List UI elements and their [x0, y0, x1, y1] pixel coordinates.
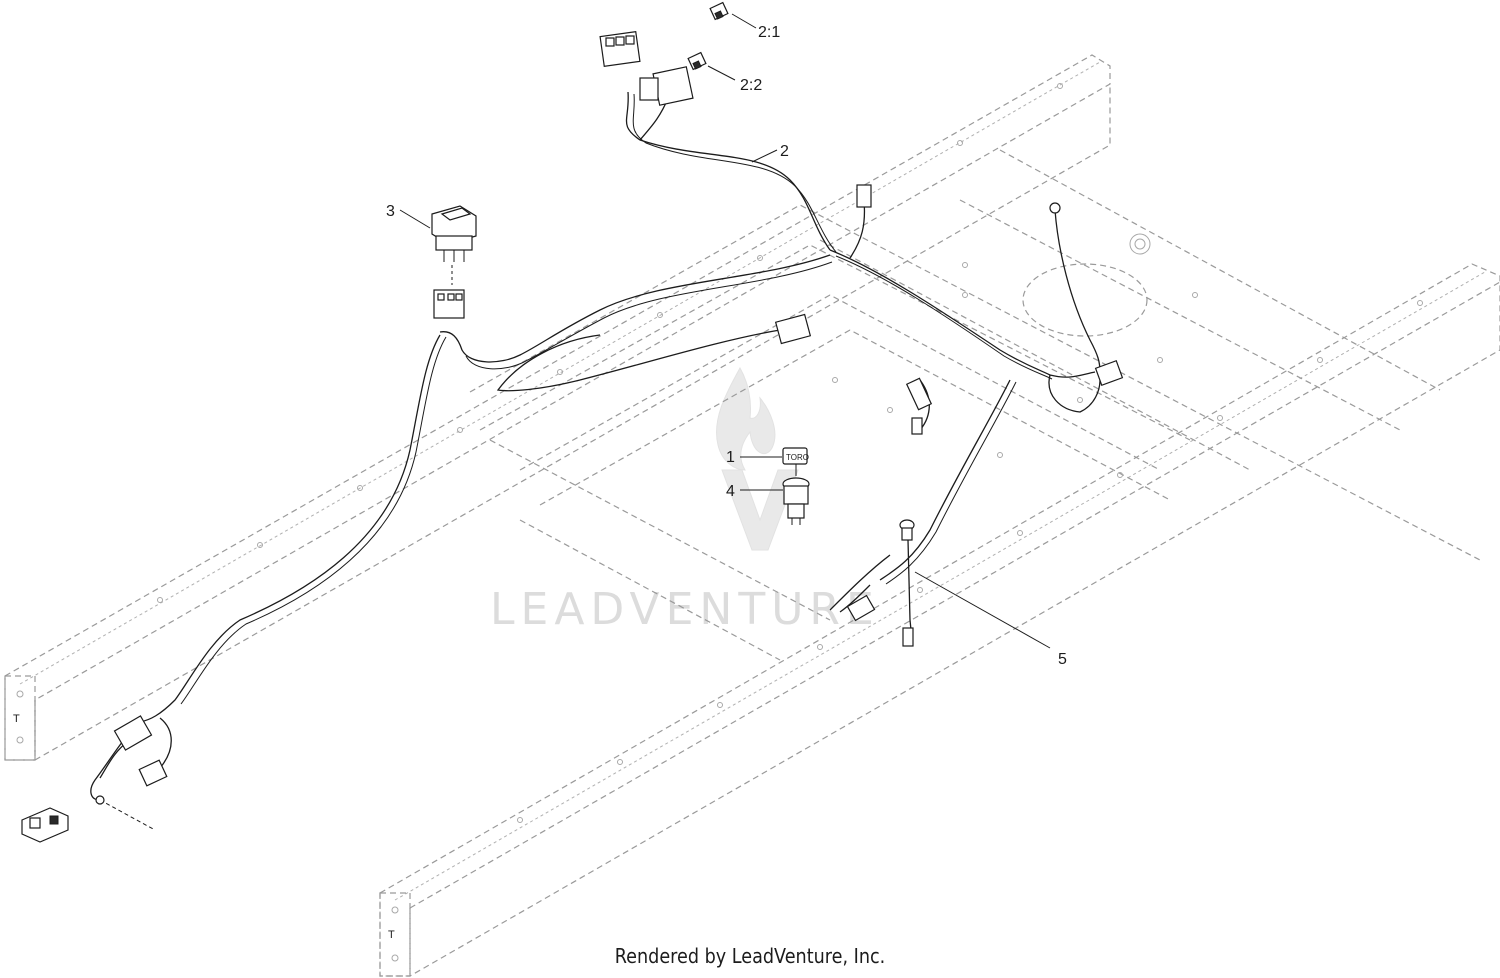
main-wiring-harness — [90, 91, 1101, 801]
left-frame-rail: T — [4, 54, 1111, 762]
leader-2 — [751, 149, 778, 163]
frame-holes — [157, 83, 1423, 823]
leader-2-1 — [731, 13, 757, 29]
watermark: LEADVENTURE — [490, 366, 880, 635]
rocker-switch — [431, 205, 477, 319]
connector-dual — [652, 66, 694, 106]
left-rail-mark: T — [13, 713, 20, 725]
callout-2-1: 2:1 — [758, 24, 780, 41]
connector-lower-left — [113, 715, 153, 751]
leader-3 — [399, 209, 431, 229]
harness-connectors — [113, 30, 1124, 787]
right-frame-rail: T — [379, 263, 1500, 977]
callout-labels: 2:1 2:2 2 3 1 4 5 — [386, 13, 1067, 668]
seat-switch — [21, 795, 156, 843]
connector-lower — [138, 759, 168, 787]
callout-3: 3 — [386, 203, 395, 220]
connector-bottom — [846, 594, 876, 622]
callout-5: 5 — [1058, 651, 1067, 668]
callout-1: 1 — [726, 449, 735, 466]
callout-2-2: 2:2 — [740, 77, 762, 94]
right-rail-mark: T — [388, 929, 395, 941]
fuse-2-2 — [687, 51, 707, 71]
cross-members — [469, 149, 1481, 661]
leader-5 — [914, 571, 1051, 649]
connector-plug — [856, 184, 872, 208]
ignition-switch — [782, 477, 810, 525]
connector-right — [1094, 360, 1124, 386]
connector-seat — [774, 313, 812, 345]
watermark-text: LEADVENTURE — [490, 584, 880, 635]
footer-credit: Rendered by LeadVenture, Inc. — [614, 944, 886, 968]
leader-2-2 — [707, 65, 736, 81]
key-label: TORO — [786, 453, 809, 462]
sub-harness-5 — [899, 519, 915, 541]
ring-terminal — [1049, 202, 1061, 214]
callout-4: 4 — [726, 483, 735, 500]
connector-fuse-holder — [905, 377, 933, 411]
ignition-key: TORO — [782, 447, 809, 476]
fuse-2-1 — [709, 1, 729, 21]
watermark-flame-icon — [716, 366, 776, 471]
callout-2: 2 — [780, 143, 789, 160]
